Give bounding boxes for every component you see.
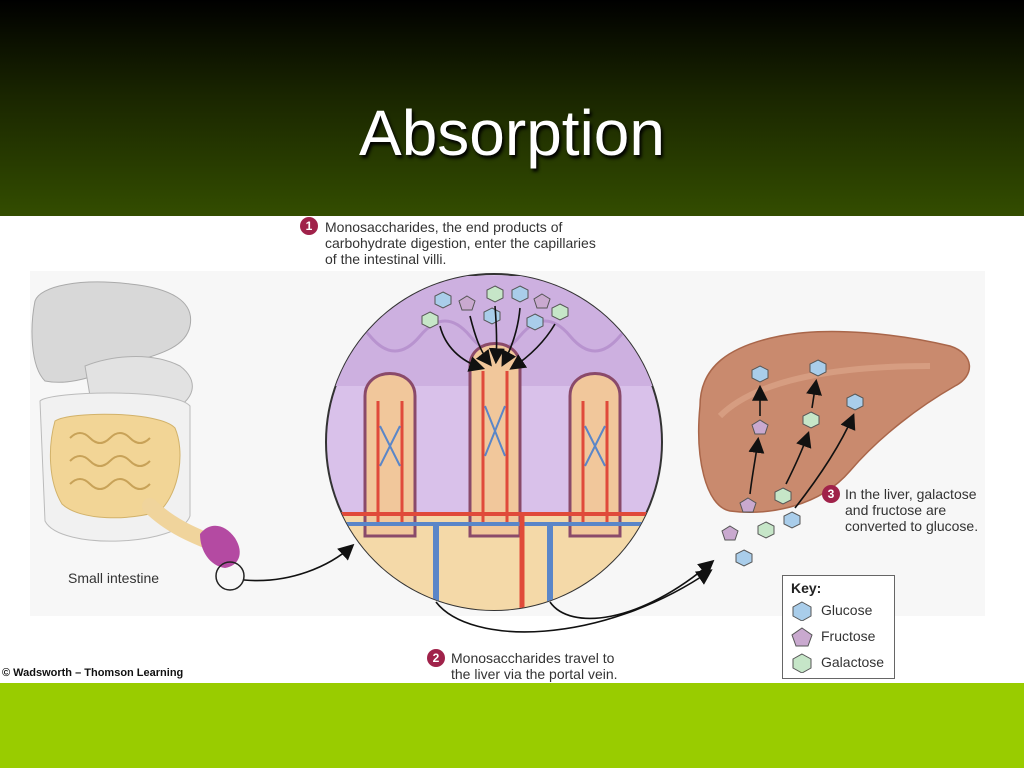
key-label-fructose: Fructose [821,628,876,644]
liver-molecules [721,359,864,567]
step-2-caption: Monosaccharides travel to the liver via … [451,650,618,682]
key-title: Key: [791,580,822,596]
key-label-glucose: Glucose [821,602,873,618]
step-2-line: the liver via the portal vein. [451,666,618,682]
flow-arrows [243,543,715,633]
slide-title: Absorption [359,97,665,169]
step-1-badge: 1 [300,217,318,235]
key-item-glucose: Glucose [791,600,891,622]
key-label-galactose: Galactose [821,654,885,670]
key-item-fructose: Fructose [791,626,891,648]
step-1-line: Monosaccharides, the end products of [325,219,563,235]
fructose-pentagon-icon [791,627,813,647]
glucose-hexagon-icon [792,601,812,621]
digestive-organs-illustration [31,281,245,591]
step-1-line: of the intestinal villi. [325,251,447,267]
step-1-line: carbohydrate digestion, enter the capill… [325,235,596,251]
step-2-badge: 2 [427,649,445,667]
step-2-line: Monosaccharides travel to [451,650,615,666]
galactose-hexagon-icon [792,653,812,673]
step-3-caption: In the liver, galactose and fructose are… [845,486,978,534]
copyright-credit: © Wadsworth – Thomson Learning [2,667,184,679]
legend-key: Key: Glucose Fructose Galactose [782,575,895,679]
intestinal-villi-illustration [325,273,663,611]
title-banner [0,0,1024,216]
step-3-line: and fructose are [845,502,947,518]
small-intestine-label: Small intestine [68,570,160,586]
intestine-callout-circle [215,561,245,591]
step-1-caption: Monosaccharides, the end products of car… [325,219,596,267]
key-item-galactose: Galactose [791,652,891,674]
step-3-line: converted to glucose. [845,518,979,534]
absorption-diagram [30,271,985,633]
step-3-line: In the liver, galactose [845,486,977,502]
step-3-badge: 3 [822,485,840,503]
footer-band [0,683,1024,768]
